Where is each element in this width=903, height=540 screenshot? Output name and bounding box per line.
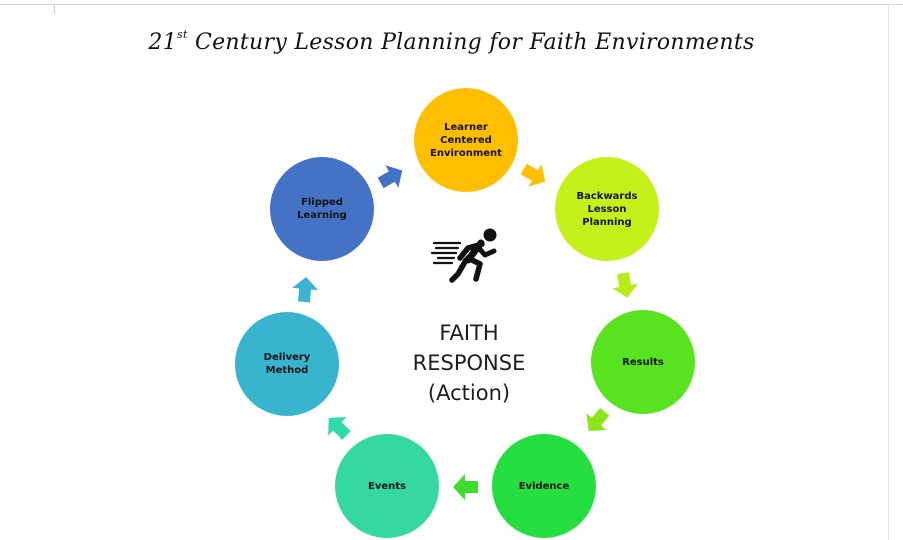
node-label-line: Method <box>265 365 309 376</box>
node-label-line: Planning <box>582 216 632 228</box>
center-label-line: RESPONSE <box>412 351 526 375</box>
title-rest: Century Lesson Planning for Faith Enviro… <box>187 30 755 55</box>
node-label-line: Flipped <box>301 197 343 208</box>
cycle-node-evidence: Evidence <box>492 434 596 538</box>
node-label-line: Backwards <box>576 190 638 202</box>
title-superscript: st <box>177 28 188 41</box>
cycle-arrow-icon <box>328 417 351 440</box>
center-label: FAITH RESPONSE (Action) <box>375 318 563 408</box>
node-label-line: Learner <box>444 121 488 133</box>
node-label-line: Learning <box>297 210 347 221</box>
node-label-line: Results <box>622 356 664 368</box>
cycle-node-flipped-learning: Flipped Learning <box>270 157 374 261</box>
node-label-line: Evidence <box>518 480 570 492</box>
cycle-node-events: Events <box>335 434 439 538</box>
cycle-node-learner-centered-environment: Learner Centered Environment <box>414 88 518 192</box>
page-top-border <box>0 4 903 5</box>
cycle-arrow-icon <box>612 272 638 298</box>
text-cursor-mark <box>54 5 55 14</box>
cycle-arrow-icon <box>520 163 546 187</box>
cycle-node-results: Results <box>591 310 695 414</box>
running-person-icon <box>430 228 497 283</box>
cycle-node-delivery-method: Delivery Method <box>235 312 339 416</box>
diagram-title: 21st Century Lesson Planning for Faith E… <box>0 28 903 55</box>
node-label-line: Environment <box>430 147 502 159</box>
cycle-arrow-icon <box>453 474 478 500</box>
cycle-arrow-icon <box>586 407 610 431</box>
title-prefix: 21 <box>148 30 178 55</box>
page-right-border <box>888 4 889 540</box>
cycle-node-backwards-lesson-planning: Backwards Lesson Planning <box>555 157 659 261</box>
center-label-line: (Action) <box>427 381 511 405</box>
node-label-line: Delivery <box>263 352 311 363</box>
node-label-line: Lesson <box>587 203 627 215</box>
cycle-arrow-icon <box>377 165 403 189</box>
node-label-line: Centered <box>440 134 492 146</box>
node-label-line: Events <box>368 480 406 492</box>
cycle-arrow-icon <box>292 277 319 303</box>
center-label-line: FAITH <box>439 321 499 345</box>
